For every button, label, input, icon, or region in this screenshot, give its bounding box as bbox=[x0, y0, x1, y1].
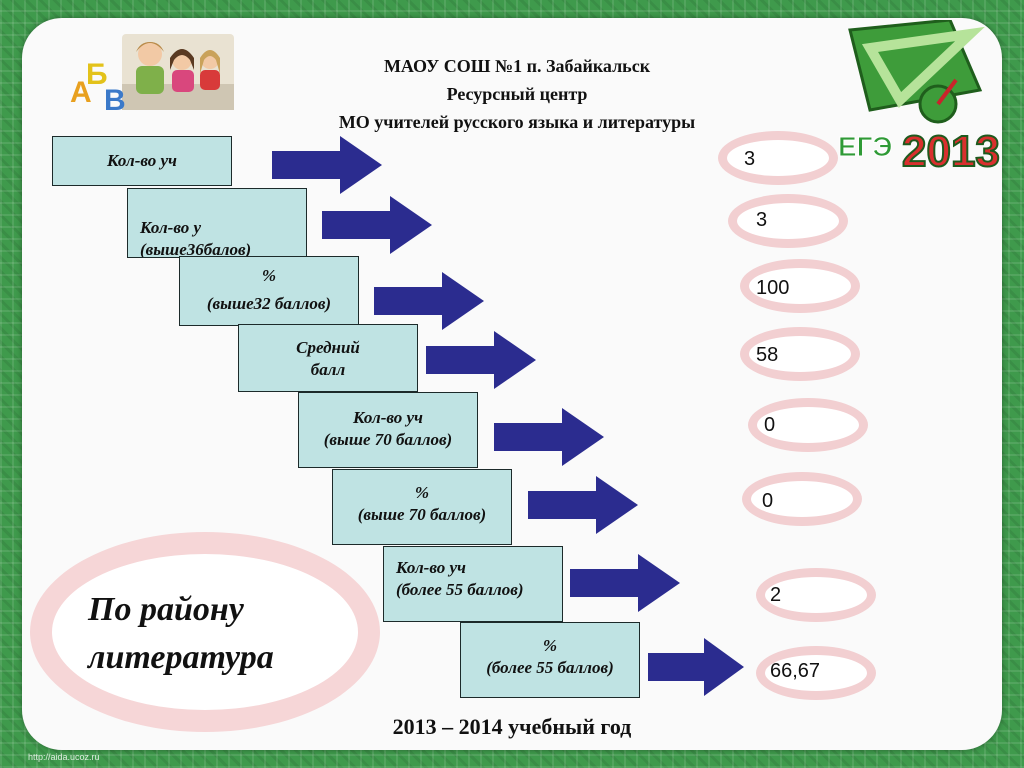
label-line2: (более 55 баллов) bbox=[396, 580, 524, 599]
value-student-count: 3 bbox=[744, 148, 756, 170]
label-line1: % bbox=[414, 483, 430, 502]
label-student-count: Кол-во уч bbox=[52, 136, 232, 186]
value-ring bbox=[728, 194, 848, 248]
district-line2: литература bbox=[88, 639, 274, 676]
arrow-right-icon bbox=[272, 136, 382, 194]
value-ring bbox=[756, 568, 876, 622]
arrow-right-icon bbox=[426, 331, 536, 389]
value-ring bbox=[742, 472, 862, 526]
letter-v: В bbox=[104, 84, 126, 115]
value-percent-above-70: 0 bbox=[762, 490, 774, 512]
academic-year: 2013 – 2014 учебный год bbox=[392, 714, 632, 739]
label-percent-above-55: % (более 55 баллов) bbox=[460, 622, 640, 698]
arrow-right-icon bbox=[528, 476, 638, 534]
value-ring bbox=[748, 398, 868, 452]
label-count-above-70: Кол-во уч (выше 70 баллов) bbox=[298, 392, 478, 468]
label-line1: Средний bbox=[296, 338, 360, 357]
label-above-36: Кол-во у (выше36балов) bbox=[127, 188, 307, 258]
value-percent-above-55: 66,67 bbox=[770, 660, 821, 682]
label-percent-above-32: % (выше32 баллов) bbox=[179, 256, 359, 326]
district-line1: По району bbox=[88, 591, 244, 628]
ege-label: ЕГЭ bbox=[838, 131, 892, 162]
label-line2: (выше 70 баллов) bbox=[323, 430, 453, 449]
children-abc-clipart: А Б В bbox=[70, 34, 234, 115]
value-ring bbox=[740, 259, 860, 313]
label-average-score: Средний балл bbox=[238, 324, 418, 392]
value-ring bbox=[740, 327, 860, 381]
label-line2: (выше 70 баллов) bbox=[357, 505, 487, 524]
value-percent-above-32: 100 bbox=[756, 277, 790, 299]
footer-url: http://aida.ucoz.ru bbox=[28, 752, 100, 762]
arrow-right-icon bbox=[570, 554, 680, 612]
district-label: По району литература bbox=[88, 586, 274, 682]
arrow-right-icon bbox=[322, 196, 432, 254]
arrow-right-icon bbox=[494, 408, 604, 466]
label-line1: Кол-во уч bbox=[107, 151, 177, 170]
label-line1: Кол-во уч bbox=[396, 558, 466, 577]
school-name: МАОУ СОШ №1 п. Забайкальск bbox=[383, 56, 651, 76]
label-line1: Кол-во уч bbox=[353, 408, 423, 427]
value-count-above-70: 0 bbox=[764, 414, 776, 436]
teachers-association: МО учителей русского языка и литературы bbox=[338, 112, 696, 132]
value-ring bbox=[718, 131, 838, 185]
arrow-right-icon bbox=[374, 272, 484, 330]
label-count-above-55: Кол-во уч (более 55 баллов) bbox=[383, 546, 563, 622]
label-line1: % bbox=[261, 266, 277, 285]
ege-2013-logo: ЕГЭ 2013 bbox=[838, 20, 1001, 177]
label-line2: балл bbox=[310, 360, 346, 379]
arrow-right-icon bbox=[648, 638, 744, 696]
value-average-score: 58 bbox=[756, 344, 779, 366]
letter-b: Б bbox=[86, 58, 108, 91]
value-ring bbox=[756, 646, 876, 700]
label-line2: (выше36балов) bbox=[140, 240, 252, 258]
label-line2: (более 55 баллов) bbox=[486, 658, 614, 677]
label-line1: Кол-во у bbox=[140, 218, 202, 237]
label-line1: % bbox=[542, 636, 558, 655]
value-above-36: 3 bbox=[756, 209, 768, 231]
resource-center: Ресурсный центр bbox=[446, 84, 588, 104]
value-count-above-55: 2 bbox=[770, 584, 782, 606]
label-percent-above-70: % (выше 70 баллов) bbox=[332, 469, 512, 545]
letter-a: А bbox=[70, 76, 92, 109]
label-line2: (выше32 баллов) bbox=[206, 294, 332, 313]
ege-year: 2013 bbox=[902, 127, 1000, 176]
